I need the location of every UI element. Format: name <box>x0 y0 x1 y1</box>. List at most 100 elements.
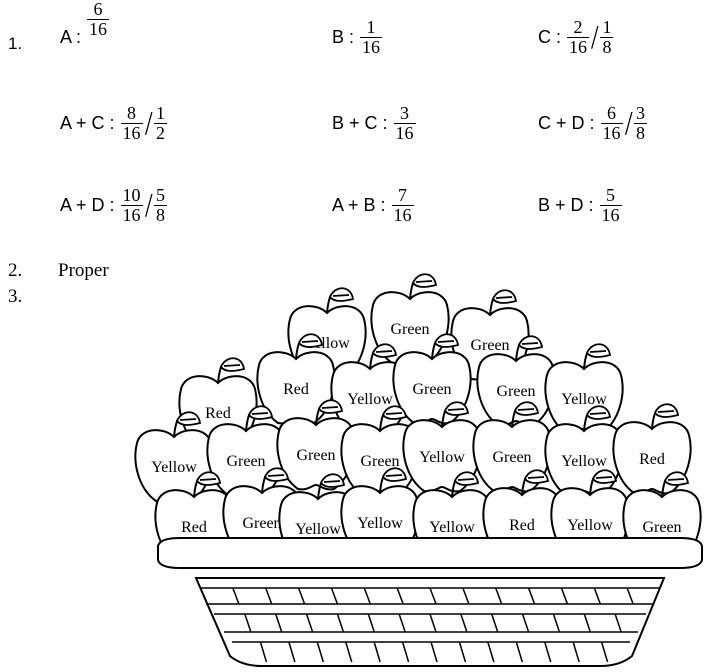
answer-label: B + C : <box>332 113 388 133</box>
fraction-slash: / <box>144 104 153 142</box>
basket-rib <box>259 641 268 663</box>
basket-rib <box>275 613 283 633</box>
apple-leaf <box>663 471 690 486</box>
apple-leaf <box>381 467 408 482</box>
question-2-answer: Proper <box>58 260 109 281</box>
apple-color-label: Red <box>181 519 207 536</box>
fraction-slash: / <box>144 186 153 224</box>
basket-rib <box>527 587 536 605</box>
apple-color-label: Red <box>283 381 309 398</box>
fraction-denominator: 8 <box>633 123 647 143</box>
basket-rib <box>491 613 499 633</box>
apple-leaf <box>443 401 470 416</box>
apple-color-label: Green <box>226 453 265 470</box>
basket-rib <box>316 641 325 663</box>
basket-rib <box>232 587 240 605</box>
basket-rib <box>521 613 530 633</box>
apple-leaf <box>653 403 680 418</box>
apple-leaf <box>433 333 460 348</box>
fraction-denominator: 16 <box>567 37 590 57</box>
apple-leaf <box>411 273 438 288</box>
apple-color-label: Green <box>642 519 681 536</box>
apple-color-label: Yellow <box>419 449 465 466</box>
basket-rib <box>288 641 296 663</box>
basket <box>157 537 703 667</box>
answer-label: B : <box>332 27 355 47</box>
apple-color-label: Yellow <box>151 459 197 476</box>
apple-color-label: Yellow <box>429 519 475 536</box>
apple-leaf <box>247 405 274 420</box>
answer-label: A + D : <box>60 195 115 215</box>
apple-color-label: Yellow <box>295 521 341 538</box>
apple-leaf <box>491 289 518 304</box>
fraction-numerator: 2 <box>573 17 583 37</box>
apple-color-label: Green <box>360 453 399 470</box>
apple: Yellow <box>134 411 214 503</box>
fraction-denominator: 16 <box>87 19 110 39</box>
apple: Green <box>276 399 356 491</box>
fraction-slash: / <box>624 104 633 142</box>
basket-rib <box>344 641 353 663</box>
fraction-denominator: 16 <box>600 123 623 143</box>
answer-label: C + D : <box>538 113 595 133</box>
apple-leaf <box>319 473 346 488</box>
basket-rib <box>373 641 381 663</box>
basket-rib <box>297 587 306 605</box>
fraction-denominator: 16 <box>391 205 414 225</box>
answer-label: A + C : <box>60 113 115 133</box>
apple-color-label: Green <box>496 383 535 400</box>
apple-color-label: Green <box>390 321 429 338</box>
apple-color-label: Yellow <box>561 453 607 470</box>
basket-rib <box>593 587 601 605</box>
apple-color-label: Red <box>639 451 665 468</box>
apple-leaf <box>517 335 544 350</box>
basket-rib <box>363 587 371 605</box>
fraction-numerator: 6 <box>93 0 103 19</box>
fraction-numerator: 5 <box>606 185 616 205</box>
apple-leaf <box>175 411 202 426</box>
question-3-number: 3. <box>8 286 23 307</box>
basket-rib <box>626 587 634 605</box>
basket-rib <box>401 641 410 663</box>
apple-leaf <box>328 287 355 302</box>
answer-label: A + B : <box>332 195 386 215</box>
question-2-number: 2. <box>8 260 23 281</box>
apple-color-label: Green <box>470 337 509 354</box>
apple-color-label: Yellow <box>561 391 607 408</box>
basket-rib <box>430 641 438 663</box>
apple-color-label: Green <box>296 447 335 464</box>
fraction-denominator: 16 <box>393 123 416 143</box>
fraction-numerator: 5 <box>155 185 165 205</box>
basket-rib <box>429 587 437 605</box>
apple: Yellow <box>544 343 624 435</box>
basket-rib <box>515 641 524 663</box>
answer-label: B + D : <box>538 195 594 215</box>
apple-leaf <box>371 343 398 358</box>
answer-label: C : <box>538 27 562 47</box>
basket-rib <box>560 587 569 605</box>
basket-rib <box>600 641 609 663</box>
apple-color-label: Red <box>205 405 231 422</box>
basket-rib <box>367 613 375 633</box>
apple-color-label: Yellow <box>347 391 393 408</box>
apple-leaf <box>523 469 550 484</box>
